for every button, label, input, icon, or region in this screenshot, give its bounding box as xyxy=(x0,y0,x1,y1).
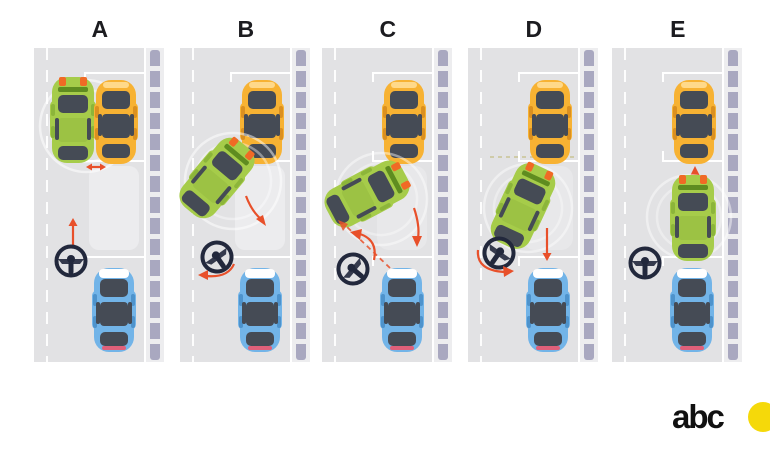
panel-c: C xyxy=(322,16,454,362)
abc-logo[interactable]: abc xyxy=(672,398,770,442)
wheel-rotation-arrow-left xyxy=(194,258,238,289)
ego-car-green xyxy=(670,172,716,264)
curb-blocks xyxy=(296,50,306,360)
wheel-rotation-arrow-left xyxy=(344,228,380,269)
lane-dash-line xyxy=(480,48,482,362)
steering-wheel-icon xyxy=(200,240,234,279)
bay-line-mid-lower-tick xyxy=(662,256,664,266)
bay-line-top xyxy=(662,72,722,74)
lane-dash-line xyxy=(624,48,626,362)
approach-arrow-up xyxy=(66,218,80,253)
bay-line-mid-lower xyxy=(230,256,290,258)
rear-parked-car-blue xyxy=(526,266,570,354)
steering-wheel-icon xyxy=(336,252,370,291)
panel-a: A xyxy=(34,16,166,362)
curb-strip xyxy=(580,48,598,362)
panel-d: D xyxy=(468,16,600,362)
steering-wheel-icon xyxy=(628,246,662,285)
bay-line-top-tick xyxy=(372,72,374,82)
steering-wheel-icon xyxy=(482,236,516,275)
rear-parked-car-blue xyxy=(380,266,424,354)
bay-line-top xyxy=(518,72,578,74)
bay-line-top xyxy=(84,72,144,74)
curb-blocks xyxy=(728,50,738,360)
panel-label-d: D xyxy=(525,16,543,42)
dashed-trajectory-line xyxy=(332,220,394,281)
ego-car-green xyxy=(316,152,419,236)
curb-blocks xyxy=(584,50,594,360)
bay-line-top xyxy=(230,72,290,74)
curb-strip xyxy=(434,48,452,362)
bay-line-top-tick xyxy=(518,72,520,82)
rear-parked-car-blue xyxy=(92,266,136,354)
bay-line-mid-lower xyxy=(372,256,432,258)
bay-line-mid-upper-tick xyxy=(662,151,664,161)
panel-label-a: A xyxy=(91,16,109,42)
gap-double-arrow xyxy=(86,160,106,179)
panel-label-b: B xyxy=(237,16,255,42)
bay-line-mid-lower-tick xyxy=(518,256,520,266)
bay-line-mid-upper-tick xyxy=(372,151,374,161)
front-parked-car-yellow xyxy=(94,78,138,166)
front-parked-car-yellow xyxy=(240,78,284,166)
curb-blocks xyxy=(438,50,448,360)
logo-wordmark: abc xyxy=(672,398,725,435)
curb-strip xyxy=(146,48,164,362)
front-parked-car-yellow xyxy=(672,78,716,166)
empty-parking-bay xyxy=(89,166,139,250)
bay-line-top-tick xyxy=(662,72,664,82)
steering-wheel-icon xyxy=(54,244,88,283)
reverse-arrow-down-right xyxy=(242,194,272,233)
ego-car-green xyxy=(483,155,564,258)
ego-car-green xyxy=(170,128,264,228)
front-parked-car-yellow xyxy=(382,78,426,166)
curb-strip xyxy=(292,48,310,362)
curb-blocks xyxy=(150,50,160,360)
reverse-arrow-down xyxy=(408,206,426,253)
curb-strip xyxy=(724,48,742,362)
bay-line-mid-lower-tick xyxy=(372,256,374,266)
logo-yellow-dot xyxy=(748,402,770,432)
bay-line-top xyxy=(372,72,432,74)
ego-car-green xyxy=(50,74,96,166)
panel-label-e: E xyxy=(670,16,686,42)
panel-b: B xyxy=(179,16,312,362)
lane-dash-line xyxy=(46,48,48,362)
bay-line-mid-lower xyxy=(84,256,144,258)
reverse-arrow-down xyxy=(540,228,554,267)
wheel-rotation-arrow-right xyxy=(474,246,524,283)
bay-line-top-tick xyxy=(230,72,232,82)
panel-label-c: C xyxy=(379,16,397,42)
panel-e: E xyxy=(612,16,744,362)
front-parked-car-yellow xyxy=(528,78,572,166)
rear-parked-car-blue xyxy=(670,266,714,354)
rear-parked-car-blue xyxy=(238,266,282,354)
